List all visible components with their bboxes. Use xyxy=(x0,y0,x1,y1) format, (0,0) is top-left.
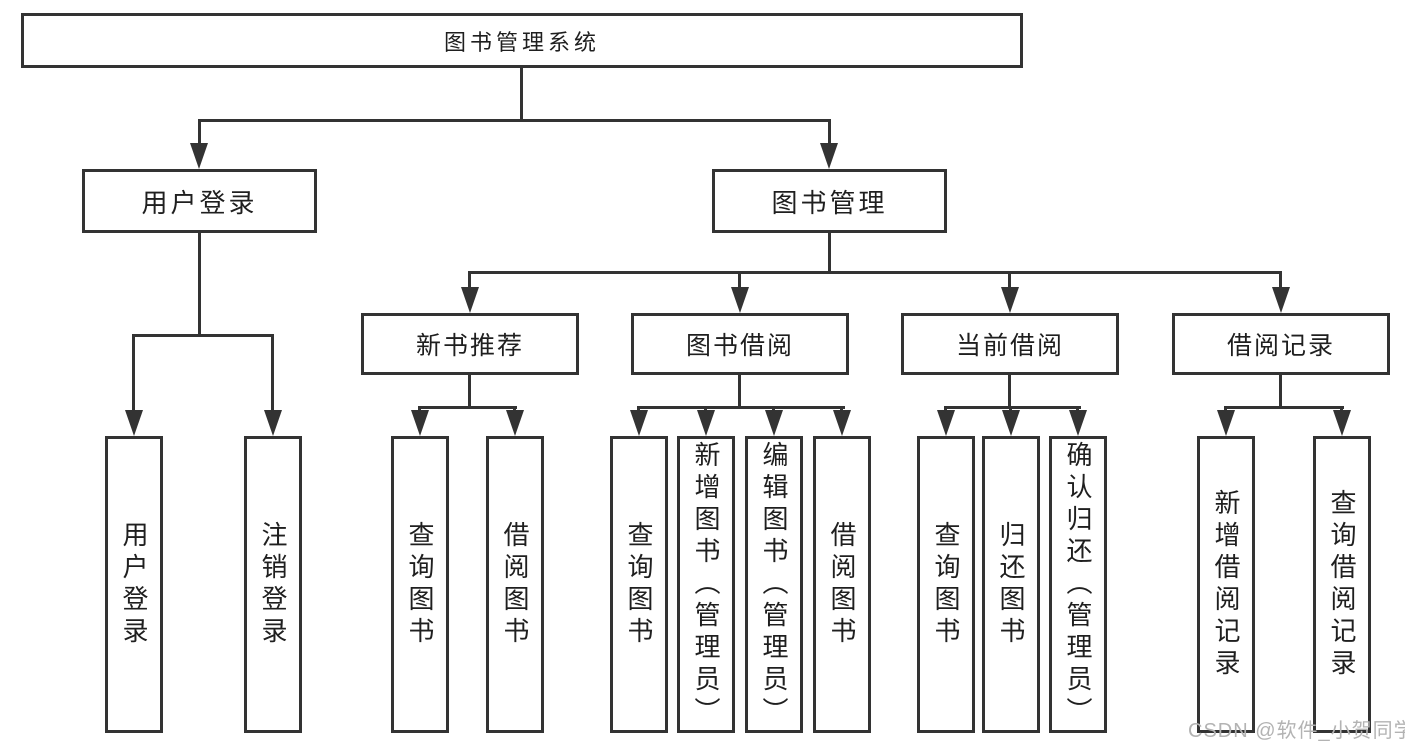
connector-leaf-stem xyxy=(132,334,135,414)
node-new-book-recommend-label: 新书推荐 xyxy=(415,332,524,360)
leaf-user-login: 用户登录 xyxy=(105,436,163,733)
node-borrow-records-label: 借阅记录 xyxy=(1226,332,1335,360)
leaf-confirm-return-admin-label: 确认归还（管理员） xyxy=(1063,440,1093,729)
leaf-add-borrow-record-label: 新增借阅记录 xyxy=(1211,488,1241,681)
leaf-borrow-books-recommend-label: 借阅图书 xyxy=(500,520,530,649)
node-current-borrow-label: 当前借阅 xyxy=(955,332,1064,360)
arrow-down-icon xyxy=(1217,410,1235,436)
leaf-query-books-borrow: 查询图书 xyxy=(610,436,668,733)
arrow-down-icon xyxy=(411,410,429,436)
arrow-down-icon xyxy=(630,410,648,436)
connector-user-login-stem xyxy=(198,119,201,149)
connector-l3-stem xyxy=(738,271,741,291)
leaf-confirm-return-admin: 确认归还（管理员） xyxy=(1049,436,1107,733)
node-current-borrow: 当前借阅 xyxy=(901,313,1119,375)
connector-group-split xyxy=(637,406,845,409)
leaf-add-books-admin-label: 新增图书（管理员） xyxy=(691,440,721,729)
leaf-query-books-current-label: 查询图书 xyxy=(931,520,961,649)
watermark-text: CSDN @软件_小贺同学 xyxy=(1188,720,1405,742)
connector-l3-stem xyxy=(1279,271,1282,291)
leaf-add-borrow-record: 新增借阅记录 xyxy=(1197,436,1255,733)
leaf-query-books-current: 查询图书 xyxy=(917,436,975,733)
connector-l3-stem xyxy=(468,271,471,291)
leaf-borrow-books: 借阅图书 xyxy=(813,436,871,733)
connector-group-split xyxy=(944,406,1081,409)
leaf-edit-books-admin: 编辑图书（管理员） xyxy=(745,436,803,733)
connector-book-mgmt-split xyxy=(468,271,1282,274)
connector-user-login-split xyxy=(132,334,274,337)
leaf-query-books-borrow-label: 查询图书 xyxy=(624,520,654,649)
arrow-down-icon xyxy=(506,410,524,436)
leaf-return-books-label: 归还图书 xyxy=(996,520,1026,649)
arrow-down-icon xyxy=(937,410,955,436)
node-root: 图书管理系统 xyxy=(21,13,1023,68)
leaf-borrow-books-label: 借阅图书 xyxy=(827,520,857,649)
arrow-down-icon xyxy=(190,143,208,169)
leaf-query-borrow-record-label: 查询借阅记录 xyxy=(1327,488,1357,681)
arrow-down-icon xyxy=(264,410,282,436)
node-user-login: 用户登录 xyxy=(82,169,317,233)
arrow-down-icon xyxy=(461,287,479,313)
arrow-down-icon xyxy=(731,287,749,313)
connector-group-split xyxy=(418,406,517,409)
leaf-query-borrow-record: 查询借阅记录 xyxy=(1313,436,1371,733)
arrow-down-icon xyxy=(697,410,715,436)
connector-l3-stem xyxy=(1008,271,1011,291)
leaf-logout: 注销登录 xyxy=(244,436,302,733)
leaf-return-books: 归还图书 xyxy=(982,436,1040,733)
leaf-add-books-admin: 新增图书（管理员） xyxy=(677,436,735,733)
node-book-borrow-label: 图书借阅 xyxy=(685,332,794,360)
connector-group-down xyxy=(738,375,741,409)
connector-group-down xyxy=(1279,375,1282,409)
connector-leaf-stem xyxy=(271,334,274,414)
node-new-book-recommend: 新书推荐 xyxy=(361,313,579,375)
arrow-down-icon xyxy=(1333,410,1351,436)
connector-user-login-down xyxy=(198,233,201,337)
connector-book-mgmt-stem xyxy=(828,119,831,149)
arrow-down-icon xyxy=(1002,410,1020,436)
leaf-edit-books-admin-label: 编辑图书（管理员） xyxy=(759,440,789,729)
node-book-management: 图书管理 xyxy=(712,169,947,233)
arrow-down-icon xyxy=(125,410,143,436)
arrow-down-icon xyxy=(833,410,851,436)
node-book-management-label: 图书管理 xyxy=(771,187,888,218)
connector-group-down xyxy=(1008,375,1011,409)
node-borrow-records: 借阅记录 xyxy=(1172,313,1390,375)
leaf-query-books-recommend: 查询图书 xyxy=(391,436,449,733)
leaf-user-login-label: 用户登录 xyxy=(119,520,149,649)
arrow-down-icon xyxy=(820,143,838,169)
leaf-query-books-recommend-label: 查询图书 xyxy=(405,520,435,649)
arrow-down-icon xyxy=(1272,287,1290,313)
node-root-label: 图书管理系统 xyxy=(443,29,600,55)
node-book-borrow: 图书借阅 xyxy=(631,313,849,375)
connector-group-down xyxy=(468,375,471,409)
connector-book-mgmt-down xyxy=(828,233,831,274)
arrow-down-icon xyxy=(765,410,783,436)
connector-root-stem xyxy=(520,68,523,120)
leaf-logout-label: 注销登录 xyxy=(258,520,288,649)
arrow-down-icon xyxy=(1001,287,1019,313)
connector-group-split xyxy=(1224,406,1344,409)
arrow-down-icon xyxy=(1069,410,1087,436)
connector-root-split xyxy=(198,119,831,122)
leaf-borrow-books-recommend: 借阅图书 xyxy=(486,436,544,733)
node-user-login-label: 用户登录 xyxy=(141,187,258,218)
